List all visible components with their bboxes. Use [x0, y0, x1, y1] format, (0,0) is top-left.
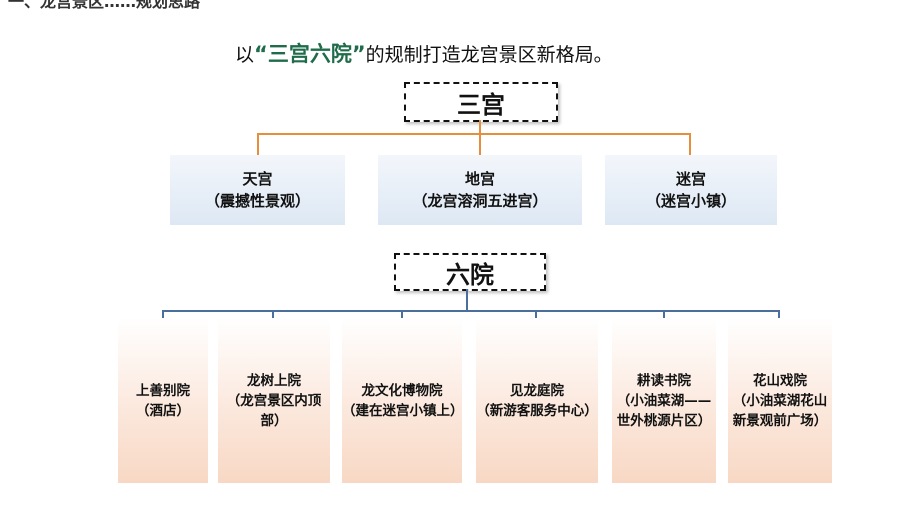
court-huashan: 花山戏院 （小油菜湖花山 新景观前广场）: [728, 318, 832, 483]
court-line: （新游客服务中心）: [476, 402, 598, 419]
connector-vertical: [479, 120, 481, 134]
court-line: 世外桃源片区）: [616, 412, 712, 429]
palace-desc: （龙宫溶洞五进宫）: [412, 192, 548, 210]
court-shangshan: 上善别院 （酒店）: [118, 318, 208, 483]
palace-name: 地宫: [464, 170, 495, 188]
palace-desc: （迷宫小镇）: [645, 192, 736, 210]
court-line: （小油菜湖——: [616, 392, 712, 409]
court-line: 耕读书院: [637, 372, 691, 389]
palace-name: 天宫: [242, 170, 273, 188]
connector-drop: [162, 310, 164, 320]
court-line: 新景观前广场）: [732, 412, 828, 429]
connector-drop: [778, 310, 780, 320]
court-gengdu: 耕读书院 （小油菜湖—— 世外桃源片区）: [612, 318, 716, 483]
palace-desc: （震撼性景观）: [204, 192, 310, 210]
headline-quote: “三宫六院”: [254, 42, 366, 66]
headline-prefix: 以: [235, 44, 255, 66]
connector-vertical: [466, 289, 468, 311]
connector-drop: [535, 310, 537, 320]
court-line: 龙树上院: [247, 372, 301, 389]
court-line: 见龙庭院: [510, 382, 564, 399]
court-line: 上善别院: [136, 382, 190, 399]
connector-drop: [689, 133, 691, 155]
palace-name: 迷宫: [675, 170, 706, 188]
court-line: （酒店）: [136, 402, 190, 419]
connector-drop: [257, 133, 259, 155]
court-line: （龙宫景区内顶部）: [226, 392, 322, 429]
court-line: 花山戏院: [753, 372, 807, 389]
court-line: （小油菜湖花山: [732, 392, 828, 409]
court-jianlong: 见龙庭院 （新游客服务中心）: [476, 318, 598, 483]
clipped-section-heading: 一、龙宫景区……规划思路: [8, 0, 201, 11]
court-line: 龙文化博物院: [361, 382, 443, 399]
palace-tiangong: 天宫 （震撼性景观）: [170, 155, 345, 225]
connector-drop: [479, 133, 481, 155]
connector-drop: [401, 310, 403, 320]
headline: 以“三宫六院”的规制打造龙宫景区新格局。: [235, 38, 613, 68]
court-longshu: 龙树上院 （龙宫景区内顶部）: [218, 318, 330, 483]
headline-suffix: 的规制打造龙宫景区新格局。: [365, 44, 613, 66]
palace-digong: 地宫 （龙宫溶洞五进宫）: [378, 155, 582, 225]
three-palaces-title-box: 三宫: [404, 82, 558, 122]
court-museum: 龙文化博物院 （建在迷宫小镇上）: [342, 318, 464, 483]
connector-drop: [663, 310, 665, 320]
connector-horizontal: [162, 310, 780, 312]
connector-horizontal: [257, 133, 691, 135]
connector-drop: [272, 310, 274, 320]
palace-migong: 迷宫 （迷宫小镇）: [605, 155, 777, 225]
six-courts-title-box: 六院: [394, 253, 546, 291]
court-line: （建在迷宫小镇上）: [342, 402, 464, 419]
